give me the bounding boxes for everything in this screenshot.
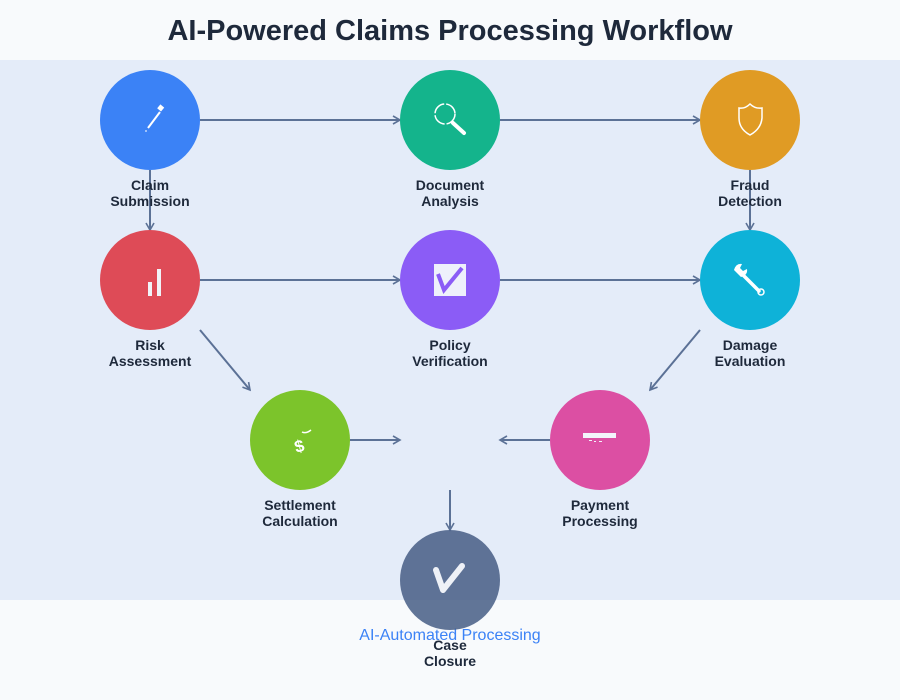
wrench-icon [734, 263, 765, 296]
node-document-analysis[interactable]: Document Analysis [400, 70, 500, 209]
shield-icon [738, 102, 763, 136]
edge-risk-to-settlement [199, 329, 252, 392]
checkbox-icon [434, 264, 466, 296]
node-settlement-calculation[interactable]: $ Settlement Calculation [250, 390, 350, 529]
node-label-line2: Assessment [109, 353, 192, 369]
node-label-line1: Case [433, 637, 467, 653]
node-fraud-detection[interactable]: Fraud Detection [700, 70, 800, 209]
node-label-line2: Calculation [262, 513, 337, 529]
checkmark-icon [433, 563, 465, 593]
node-circle[interactable] [400, 70, 500, 170]
node-label-line1: Risk [135, 337, 165, 353]
node-policy-verification[interactable]: Policy Verification [400, 230, 500, 369]
node-circle[interactable] [250, 390, 350, 490]
node-label-line2: Evaluation [715, 353, 786, 369]
bar-chart-icon [148, 269, 161, 296]
diagram-title: AI-Powered Claims Processing Workflow [167, 15, 733, 47]
node-label-line1: Damage [723, 337, 778, 353]
node-circle[interactable] [550, 390, 650, 490]
node-label-line1: Document [416, 177, 485, 193]
node-claim-submission[interactable]: Claim Submission [100, 70, 200, 209]
node-label-line1: Claim [131, 177, 169, 193]
magnifier-icon [434, 103, 466, 135]
node-label-line1: Policy [429, 337, 470, 353]
node-circle[interactable] [100, 230, 200, 330]
node-label-line2: Analysis [421, 193, 479, 209]
node-label-line1: Fraud [731, 177, 770, 193]
node-label-line1: Payment [571, 497, 630, 513]
node-risk-assessment[interactable]: Risk Assessment [100, 230, 200, 369]
node-label-line1: Settlement [264, 497, 336, 513]
node-label-line2: Detection [718, 193, 782, 209]
node-label-line2: Verification [412, 353, 487, 369]
node-damage-evaluation[interactable]: Damage Evaluation [700, 230, 800, 369]
node-payment-processing[interactable]: Payment Processing [550, 390, 650, 529]
node-label-line2: Processing [562, 513, 637, 529]
node-circle[interactable] [100, 70, 200, 170]
edges-layer [145, 115, 755, 532]
node-label-line2: Submission [110, 193, 189, 209]
edge-damage-to-payment [648, 329, 701, 392]
pen-icon [145, 104, 165, 132]
credit-card-icon [583, 433, 616, 442]
node-circle[interactable] [700, 70, 800, 170]
footer-label: AI-Automated Processing [359, 627, 540, 644]
node-label-line2: Closure [424, 653, 476, 669]
node-case-closure[interactable]: Case Closure [400, 530, 500, 669]
